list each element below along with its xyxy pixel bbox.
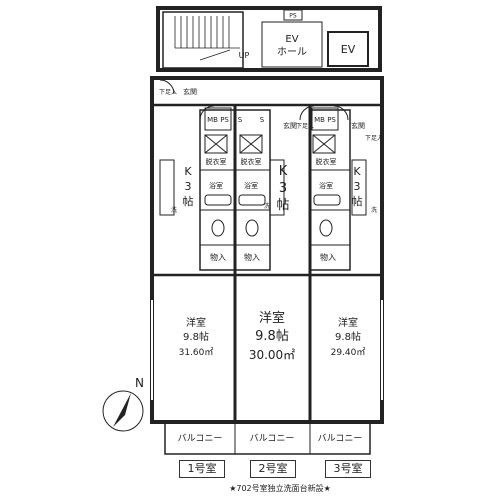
kitchen-3-3: 3 <box>354 180 361 193</box>
unit-name-1: 1号室 <box>179 460 225 478</box>
unit-name-2: 2号室 <box>250 460 296 478</box>
kitchen-k-1: K <box>184 165 192 178</box>
s-label-1: S <box>238 116 243 124</box>
balcony-label-1: バルコニー <box>178 433 223 444</box>
bath-label-1: 浴室 <box>209 181 223 190</box>
entrance-label-3: 玄関 <box>351 121 365 130</box>
kitchen-3-2: 3 <box>279 181 287 196</box>
bath-label-3: 浴室 <box>319 181 333 190</box>
mbps-label-1: MB PS <box>207 116 229 124</box>
balcony-label-3: バルコニー <box>318 433 363 444</box>
entrance-label-2: 玄関 <box>283 121 297 130</box>
entrance-label-1: 玄関 <box>183 87 197 96</box>
dressing-label-1: 脱衣室 <box>206 157 227 166</box>
stair-treads <box>174 16 240 61</box>
dressing-label-2: 脱衣室 <box>241 157 262 166</box>
ev-hall-label-2: ホール <box>277 46 307 58</box>
wash-label-3: 洗 <box>371 206 377 214</box>
kitchen-k-2: K <box>279 164 288 179</box>
shoe-label-1: 下足入 <box>159 89 177 96</box>
core-outline <box>156 6 382 72</box>
ev-label: EV <box>341 43 356 56</box>
storage-label-2: 物入 <box>244 252 260 262</box>
room-size-1: 9.8帖 <box>183 330 209 343</box>
shoe-label-3: 下足入 <box>365 135 383 142</box>
kitchen-jo-1: 帖 <box>183 195 194 208</box>
ps-label: PS <box>289 13 297 20</box>
ev-hall <box>261 21 323 68</box>
ev-shaft <box>327 31 369 67</box>
dressing-label-3: 脱衣室 <box>316 157 337 166</box>
ev-hall-label-1: EV <box>285 34 298 45</box>
wash-label-1: 洗 <box>171 206 177 214</box>
room-type-2: 洋室 <box>259 310 285 326</box>
storage-label-1: 物入 <box>210 252 226 262</box>
compass-n: N <box>135 376 144 390</box>
room-area-2: 30.00㎡ <box>249 348 295 362</box>
room-size-3: 9.8帖 <box>335 330 361 343</box>
stair-block <box>162 11 244 69</box>
balcony-label-2: バルコニー <box>250 433 295 444</box>
room-area-1: 31.60㎡ <box>179 347 214 358</box>
storage-label-3: 物入 <box>320 252 336 262</box>
shoe-label-2: 下足入 <box>296 123 314 130</box>
kitchen-jo-3: 帖 <box>352 195 363 208</box>
building-outline <box>150 76 384 424</box>
room-type-1: 洋室 <box>186 316 206 329</box>
room-size-2: 9.8帖 <box>255 329 289 344</box>
kitchen-k-3: K <box>353 165 361 178</box>
bath-label-2: 浴室 <box>244 181 258 190</box>
mbps-label-3: MB PS <box>314 116 336 124</box>
wetcore-3 <box>309 109 351 271</box>
compass: N <box>102 376 144 432</box>
wash-label-2: 洗 <box>264 202 270 210</box>
note-caption: ★702号室独立洗面台新設★ <box>229 484 331 493</box>
ps-box <box>283 9 303 21</box>
unit-name-3: 3号室 <box>325 460 371 478</box>
kitchen-jo-2: 帖 <box>276 198 289 213</box>
room-type-3: 洋室 <box>338 316 358 329</box>
kitchen-3-1: 3 <box>185 180 192 193</box>
balcony-row <box>164 421 371 455</box>
s-label-2: S <box>260 116 265 124</box>
room-area-3: 29.40㎡ <box>331 347 366 358</box>
up-label: UP <box>239 51 250 60</box>
